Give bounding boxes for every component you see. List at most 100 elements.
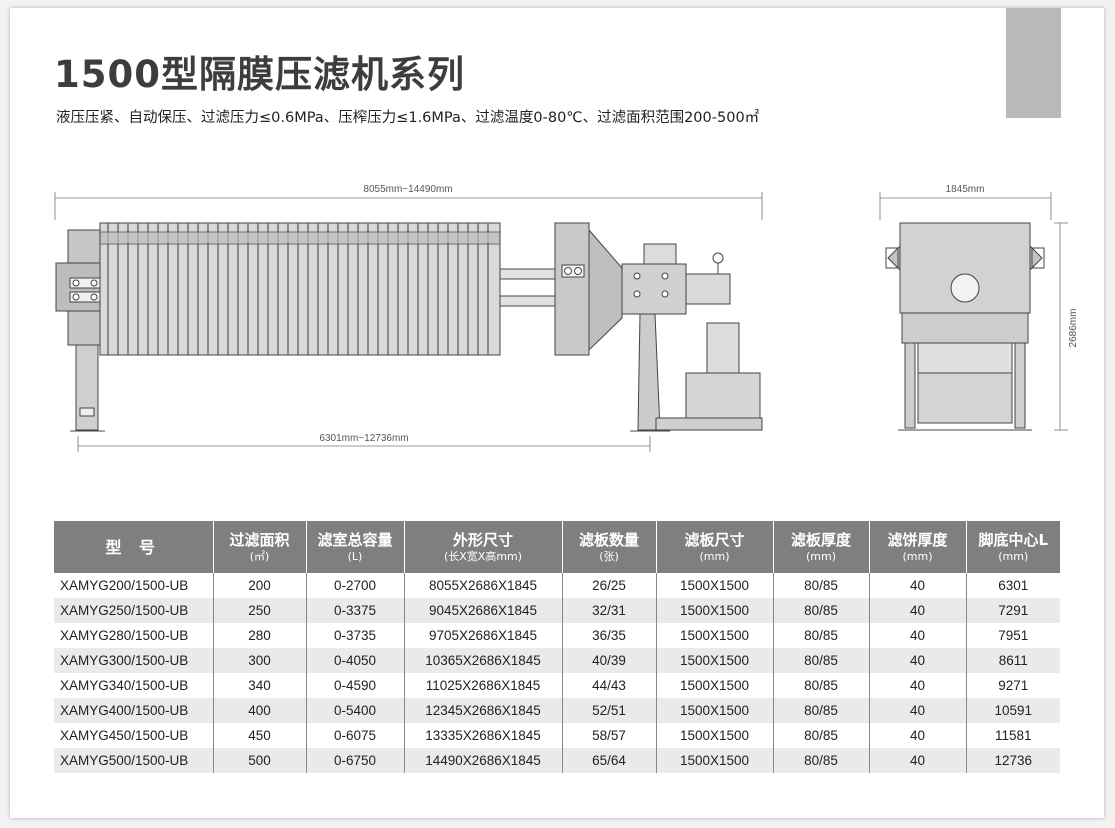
cell-cake-thickness: 40 [869, 598, 967, 623]
specification-table: 型 号 过滤面积 (㎡) 滤室总容量 (L) 外形尺寸 (长X宽X高mm) 滤板… [54, 521, 1060, 773]
header-foot-center: 脚底中心L (mm) [966, 521, 1060, 573]
cell-filter-area: 450 [213, 723, 307, 748]
cell-foot-center: 8611 [966, 648, 1060, 673]
header-cake-thickness: 滤饼厚度 (mm) [869, 521, 967, 573]
cell-chamber-volume: 0-3375 [306, 598, 405, 623]
cell-chamber-volume: 0-5400 [306, 698, 405, 723]
cell-plate-size: 1500X1500 [656, 623, 774, 648]
machine-drawing: 8055mm~14490mm 6301mm~12736mm 1845mm [54, 184, 1079, 452]
cell-overall-dimensions: 14490X2686X1845 [404, 748, 563, 773]
page-subtitle: 液压压紧、自动保压、过滤压力≤0.6MPa、压榨压力≤1.6MPa、过滤温度0-… [56, 110, 760, 126]
cell-plate-thickness: 80/85 [773, 648, 870, 673]
cell-plate-count: 52/51 [562, 698, 657, 723]
cell-cake-thickness: 40 [869, 723, 967, 748]
cell-foot-center: 10591 [966, 698, 1060, 723]
cell-overall-dimensions: 10365X2686X1845 [404, 648, 563, 673]
cell-chamber-volume: 0-4590 [306, 673, 405, 698]
cell-chamber-volume: 0-3735 [306, 623, 405, 648]
table-row: XAMYG340/1500-UB 340 0-4590 11025X2686X1… [54, 673, 1060, 698]
page-title: 1500型隔膜压滤机系列 [54, 53, 465, 96]
table-row: XAMYG280/1500-UB 280 0-3735 9705X2686X18… [54, 623, 1060, 648]
header-filter-area: 过滤面积 (㎡) [213, 521, 307, 573]
table-row: XAMYG250/1500-UB 250 0-3375 9045X2686X18… [54, 598, 1060, 623]
cell-chamber-volume: 0-6750 [306, 748, 405, 773]
cell-foot-center: 12736 [966, 748, 1060, 773]
cell-filter-area: 500 [213, 748, 307, 773]
cell-foot-center: 9271 [998, 678, 1029, 693]
cell-plate-count: 58/57 [562, 723, 657, 748]
cell-filter-area: 340 [213, 673, 307, 698]
header-model: 型 号 [54, 521, 214, 573]
side-view [879, 192, 1068, 431]
header-chamber-volume: 滤室总容量 (L) [306, 521, 405, 573]
cell-filter-area: 280 [213, 623, 307, 648]
cell-overall-dimensions: 13335X2686X1845 [404, 723, 563, 748]
cell-plate-count: 32/31 [562, 598, 657, 623]
corner-tab-decoration [1006, 8, 1061, 118]
cell-foot-center: 7951 [998, 628, 1029, 643]
header-plate-size: 滤板尺寸 (mm) [656, 521, 774, 573]
cell-plate-thickness: 80/85 [773, 623, 870, 648]
front-view [54, 192, 763, 452]
cell-foot-center: 11581 [994, 728, 1032, 743]
spec-sheet-page: 1500型隔膜压滤机系列 液压压紧、自动保压、过滤压力≤0.6MPa、压榨压力≤… [10, 8, 1104, 818]
cell-model: XAMYG500/1500-UB [54, 748, 214, 773]
cell-overall-dimensions: 9705X2686X1845 [404, 623, 563, 648]
cell-filter-area: 400 [213, 698, 307, 723]
cell-plate-thickness: 80/85 [773, 698, 870, 723]
cell-model: XAMYG250/1500-UB [54, 598, 214, 623]
overall-length-label: 8055mm~14490mm [363, 184, 452, 195]
cell-plate-size: 1500X1500 [656, 698, 774, 723]
cell-cake-thickness: 40 [869, 648, 967, 673]
cell-model: XAMYG200/1500-UB [54, 573, 214, 598]
cell-plate-count: 44/43 [562, 673, 657, 698]
cell-model: XAMYG400/1500-UB [54, 698, 214, 723]
cell-cake-thickness: 40 [869, 748, 967, 773]
cell-cake-thickness: 40 [869, 698, 967, 723]
table-row: XAMYG400/1500-UB 400 0-5400 12345X2686X1… [54, 698, 1060, 723]
table-row: XAMYG200/1500-UB 200 0-2700 8055X2686X18… [54, 573, 1060, 598]
table-row: XAMYG500/1500-UB 500 0-6750 14490X2686X1… [54, 748, 1060, 773]
cell-filter-area: 300 [213, 648, 307, 673]
cell-overall-dimensions: 11025X2686X1845 [404, 673, 563, 698]
side-height-label: 2686mm [1068, 309, 1079, 348]
cell-plate-count: 40/39 [562, 648, 657, 673]
cell-plate-size: 1500X1500 [656, 598, 774, 623]
cell-foot-center: 7291 [966, 598, 1060, 623]
cell-filter-area: 200 [213, 573, 307, 598]
cell-plate-count: 36/35 [562, 623, 657, 648]
cell-foot-center: 6301 [998, 578, 1029, 593]
cell-plate-thickness: 80/85 [773, 748, 870, 773]
cell-plate-count: 26/25 [562, 573, 657, 598]
table-row: XAMYG450/1500-UB 450 0-6075 13335X2686X1… [54, 723, 1060, 748]
cell-plate-thickness: 80/85 [773, 673, 870, 698]
cell-cake-thickness: 40 [869, 673, 967, 698]
cell-overall-dimensions: 12345X2686X1845 [404, 698, 563, 723]
cell-overall-dimensions: 8055X2686X1845 [404, 573, 563, 598]
cell-cake-thickness: 40 [869, 573, 967, 598]
cell-chamber-volume: 0-4050 [306, 648, 405, 673]
cell-model: XAMYG300/1500-UB [54, 648, 214, 673]
table-row: XAMYG300/1500-UB 300 0-4050 10365X2686X1… [54, 648, 1060, 673]
cell-plate-thickness: 80/85 [773, 573, 870, 598]
header-plate-thickness: 滤板厚度 (mm) [773, 521, 870, 573]
cell-plate-thickness: 80/85 [773, 598, 870, 623]
cell-chamber-volume: 0-6075 [306, 723, 405, 748]
cell-model: XAMYG450/1500-UB [54, 723, 214, 748]
header-plate-count: 滤板数量 (张) [562, 521, 657, 573]
cell-plate-size: 1500X1500 [656, 723, 774, 748]
cell-plate-size: 1500X1500 [656, 748, 774, 773]
cell-plate-size: 1500X1500 [656, 648, 774, 673]
cell-cake-thickness: 40 [869, 623, 967, 648]
foot-center-label: 6301mm~12736mm [319, 433, 408, 444]
cell-overall-dimensions: 9045X2686X1845 [404, 598, 563, 623]
cell-plate-size: 1500X1500 [656, 573, 774, 598]
header-overall-dimensions: 外形尺寸 (长X宽X高mm) [404, 521, 563, 573]
cell-plate-thickness: 80/85 [773, 723, 870, 748]
cell-filter-area: 250 [213, 598, 307, 623]
table-header-row: 型 号 过滤面积 (㎡) 滤室总容量 (L) 外形尺寸 (长X宽X高mm) 滤板… [54, 521, 1060, 573]
cell-chamber-volume: 0-2700 [306, 573, 405, 598]
cell-model: XAMYG340/1500-UB [54, 673, 214, 698]
cell-plate-count: 65/64 [562, 748, 657, 773]
side-width-label: 1845mm [946, 184, 985, 195]
